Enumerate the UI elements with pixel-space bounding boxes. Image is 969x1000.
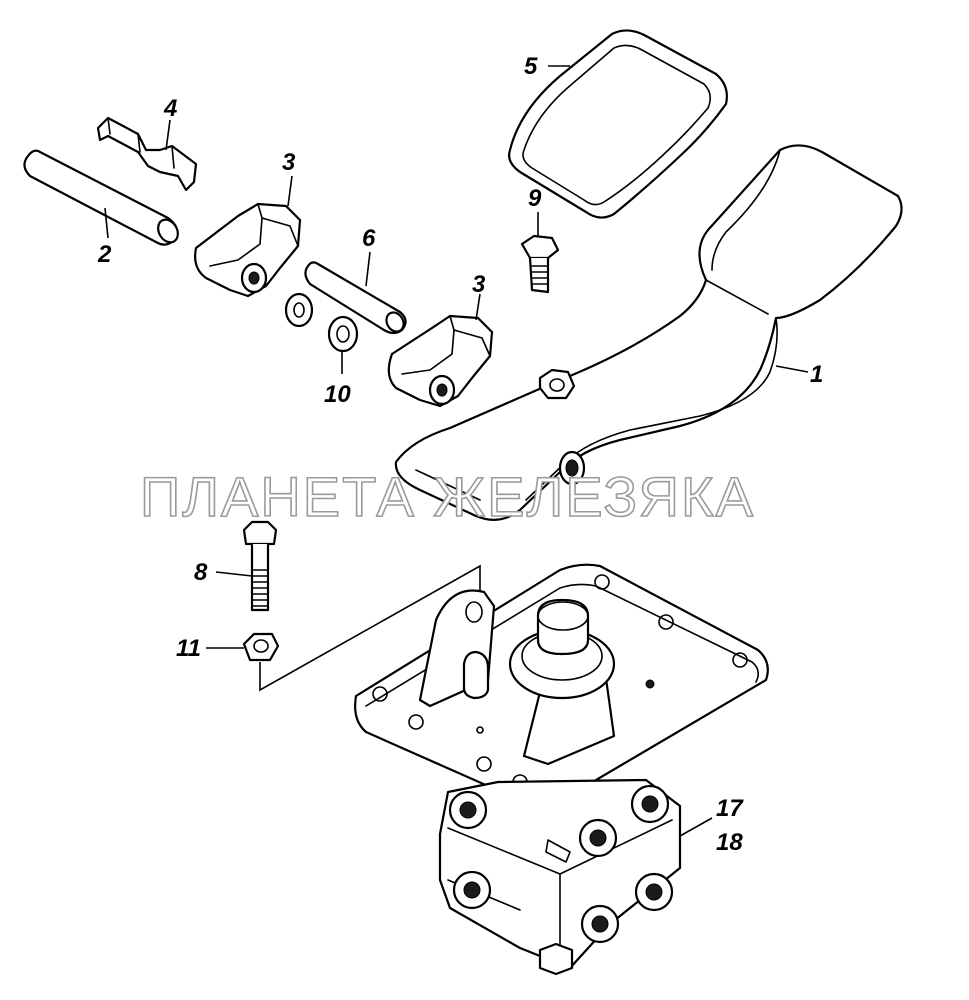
clevis-part-3-upper	[194, 175, 302, 298]
callout-17: 17	[716, 795, 744, 822]
callout-18: 18	[716, 829, 743, 856]
callout-8: 8	[194, 559, 208, 586]
watermark-text: ПЛАНЕТА ЖЕЛЕЗЯКА	[140, 465, 755, 528]
washer-upper	[284, 292, 314, 328]
clip-part-4	[96, 116, 198, 192]
callout-3-upper: 3	[282, 149, 296, 176]
nut-part-11	[206, 632, 280, 662]
bolt-part-8	[215, 520, 278, 612]
callout-1: 1	[810, 361, 823, 388]
callout-9: 9	[528, 185, 542, 212]
callout-6: 6	[362, 225, 376, 252]
pin-part-6	[304, 251, 407, 335]
callout-3-lower: 3	[472, 271, 486, 298]
washer-part-10	[327, 315, 359, 374]
brake-valve-parts-17-18	[354, 563, 769, 976]
callout-labels: 1 2 3 3 4 5 6 8 9 10 11 17 18	[97, 53, 823, 856]
clevis-part-3-lower	[387, 293, 494, 408]
callout-5: 5	[524, 53, 538, 80]
callout-4: 4	[163, 95, 177, 122]
pedal-lever-part-1	[394, 144, 903, 521]
pin-part-2	[23, 149, 179, 246]
callout-11: 11	[176, 635, 201, 662]
bolt-part-9	[520, 212, 560, 294]
callout-10: 10	[324, 381, 351, 408]
pedal-pad-part-5	[508, 29, 728, 219]
callout-2: 2	[97, 241, 112, 268]
